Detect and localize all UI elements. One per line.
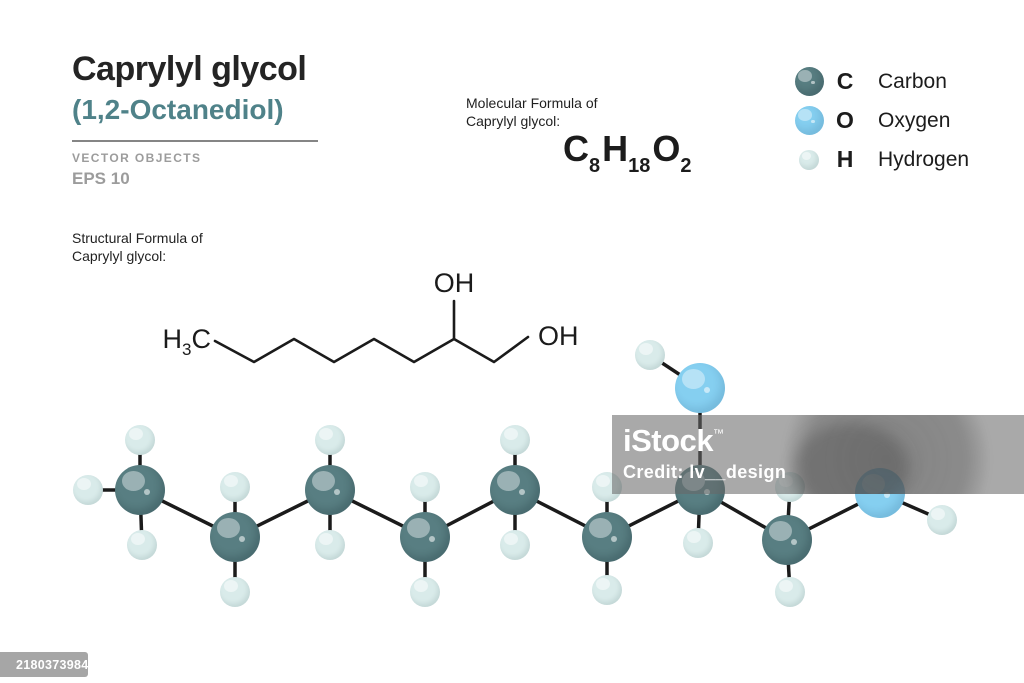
carbon-atom xyxy=(490,465,540,515)
formula-element: C xyxy=(563,128,589,169)
bond-3d xyxy=(649,353,701,390)
hydrogen-atom xyxy=(635,340,665,370)
bond-3d xyxy=(138,489,144,546)
legend-item-oxygen: O Oxygen xyxy=(793,101,969,140)
hydrogen-atom xyxy=(315,530,345,560)
legend-element-name: Hydrogen xyxy=(878,147,970,171)
hydrogen-atom xyxy=(500,425,530,455)
bond-3d xyxy=(424,488,516,539)
page-title: Caprylyl glycol xyxy=(72,50,307,88)
legend-element-name: Carbon xyxy=(878,69,947,93)
bond-3d xyxy=(785,539,792,593)
asset-id-chip: 2180373984 xyxy=(0,652,88,677)
legend-item-carbon: C Carbon xyxy=(793,62,969,101)
legend-element-letter: O xyxy=(836,107,854,133)
structural-formula-label: Structural Formula of Caprylyl glycol: xyxy=(72,229,203,265)
molecular-formula-label-line1: Molecular Formula of xyxy=(466,95,598,111)
bond-3d xyxy=(696,489,702,544)
formula-subscript: 2 xyxy=(680,155,692,177)
bond-3d xyxy=(514,488,608,539)
istock-logo-text: iStock™ xyxy=(623,423,724,459)
carbon-atom xyxy=(762,515,812,565)
hydrogen-atom xyxy=(73,475,103,505)
legend-sphere-column xyxy=(793,67,825,96)
carbon-atom xyxy=(115,465,165,515)
legend-sphere-column xyxy=(793,106,825,135)
legend-element-letter: C xyxy=(836,68,854,94)
skeletal-chain xyxy=(213,335,530,364)
asset-id-text: 2180373984 xyxy=(16,657,89,672)
hydrogen-atom xyxy=(927,505,957,535)
bond-3d xyxy=(139,488,236,539)
structural-formula-label-line2: Caprylyl glycol: xyxy=(72,248,167,264)
skeletal-label: OH xyxy=(538,321,579,351)
carbon-atom xyxy=(582,512,632,562)
header-block: Caprylyl glycol (1,2-Octanediol) VECTOR … xyxy=(72,50,318,189)
istock-brand: iStock xyxy=(623,423,714,458)
hydrogen-atom xyxy=(127,530,157,560)
bond-3d xyxy=(786,491,881,542)
carbon-atom xyxy=(210,512,260,562)
legend-element-name: Oxygen xyxy=(878,108,951,132)
hydrogen-atom xyxy=(315,425,345,455)
formula-element: H xyxy=(602,128,629,169)
legend-item-hydrogen: H Hydrogen xyxy=(793,140,969,179)
bond-3d xyxy=(785,486,792,541)
divider-line xyxy=(72,140,318,142)
carbon-sphere-icon xyxy=(794,67,824,96)
credit-text: Credit: lv__design xyxy=(623,462,787,482)
istock-watermark-bar: iStock™ Credit: lv__design xyxy=(612,415,1024,494)
molecular-formula-label-line2: Caprylyl glycol: xyxy=(466,113,561,129)
carbon-atom xyxy=(305,465,355,515)
page-subtitle: (1,2-Octanediol) xyxy=(72,94,284,125)
formula-subscript: 8 xyxy=(589,155,601,177)
skeletal-label: OH xyxy=(434,268,475,298)
structural-formula-label-line1: Structural Formula of xyxy=(72,230,203,246)
hydrogen-atom xyxy=(500,530,530,560)
formula-subscript: 18 xyxy=(628,155,651,177)
formula-element: O xyxy=(652,128,681,169)
hydrogen-atom xyxy=(410,577,440,607)
hydrogen-atom xyxy=(592,575,622,605)
hydrogen-atom xyxy=(220,577,250,607)
bond-3d xyxy=(234,488,331,539)
molecular-formula-label: Molecular Formula of Caprylyl glycol: xyxy=(466,94,598,130)
bond-3d xyxy=(606,488,701,539)
legend-element-letter: H xyxy=(836,146,854,172)
legend-sphere-column xyxy=(793,149,825,170)
hydrogen-atom xyxy=(683,528,713,558)
oxygen-sphere-icon xyxy=(794,106,824,135)
skeletal-label: H3C xyxy=(163,324,211,359)
hydrogen-atom xyxy=(410,472,440,502)
eps-label: EPS 10 xyxy=(72,169,130,188)
hydrogen-atom xyxy=(775,577,805,607)
oxygen-atom xyxy=(675,363,725,413)
hydrogen-sphere-icon xyxy=(799,149,819,170)
bond-3d xyxy=(329,488,426,539)
bond-3d xyxy=(699,488,788,542)
molecular-formula-value: C8H18O2 xyxy=(563,128,694,177)
trademark-symbol: ™ xyxy=(713,428,724,440)
carbon-atom xyxy=(400,512,450,562)
hydrogen-atom xyxy=(220,472,250,502)
vector-objects-label: VECTOR OBJECTS xyxy=(72,151,202,165)
hydrogen-atom xyxy=(125,425,155,455)
bond-3d xyxy=(879,491,943,522)
